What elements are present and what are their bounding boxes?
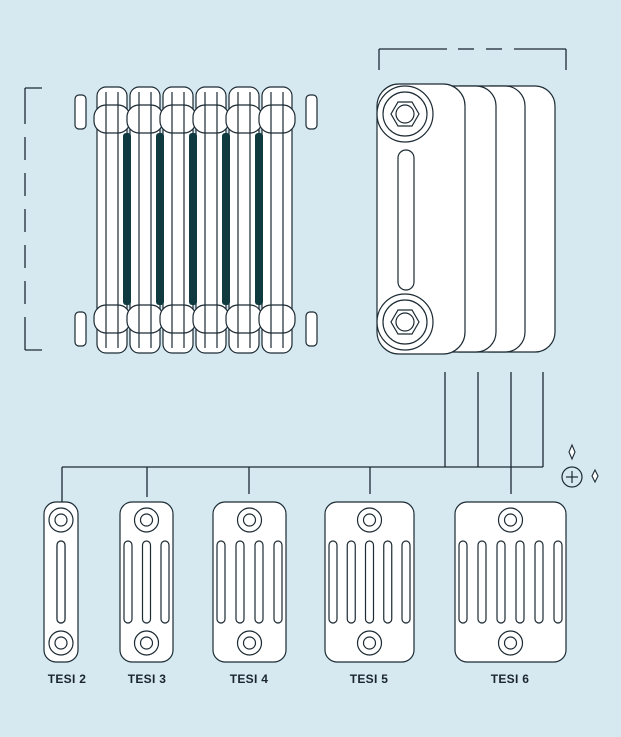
model-nut-inner — [362, 513, 377, 527]
model-body — [212, 501, 287, 663]
model-nut-inner — [242, 636, 257, 650]
model-nut-inner — [139, 513, 154, 527]
model-radiators — [43, 501, 567, 663]
model-slot — [496, 540, 506, 624]
model-label-tesi-6: TESI 6 — [490, 672, 530, 686]
model-nut-inner — [139, 636, 154, 650]
model-slot — [254, 540, 264, 624]
model-slot — [458, 540, 468, 624]
model-radiator-tesi-5 — [324, 501, 415, 663]
model-slot — [553, 540, 563, 624]
model-radiator-tesi-3 — [119, 501, 174, 663]
model-radiator-tesi-4 — [212, 501, 287, 663]
model-slot — [364, 540, 375, 624]
model-slot — [56, 540, 66, 624]
front-column-collar — [126, 104, 164, 134]
model-radiator-tesi-6 — [454, 501, 567, 663]
model-nut-inner — [503, 513, 518, 527]
radiator-front-view — [74, 86, 318, 354]
front-column-collar — [258, 304, 296, 334]
front-column-collar — [258, 104, 296, 134]
model-nut-inner — [54, 636, 68, 650]
front-column-collar — [93, 304, 131, 334]
front-column — [192, 86, 230, 354]
model-slot — [141, 540, 152, 624]
front-column-collar — [126, 304, 164, 334]
depth-dimension-bracket — [378, 48, 567, 70]
model-slot — [273, 540, 283, 624]
sparkle-icon — [568, 443, 576, 461]
front-slot — [189, 133, 197, 305]
side-slot — [397, 149, 415, 291]
front-column — [93, 86, 131, 354]
connector-lines — [61, 372, 544, 502]
model-slot — [216, 540, 226, 624]
front-slot — [255, 133, 263, 305]
model-nut-inner — [503, 636, 518, 650]
plus-circle-icon — [561, 466, 583, 488]
model-nut-inner — [362, 636, 377, 650]
mounting-tab — [74, 311, 87, 347]
front-column-collar — [159, 304, 197, 334]
model-slot — [383, 540, 393, 624]
front-column-collar — [192, 304, 230, 334]
model-slot — [160, 540, 170, 624]
height-dimension-bracket — [24, 87, 42, 351]
model-slot — [235, 540, 245, 624]
mounting-tab — [305, 311, 318, 347]
bottom-nut-icon — [376, 293, 434, 351]
front-slot — [222, 133, 230, 305]
front-column-collar — [225, 104, 263, 134]
model-label-tesi-3: TESI 3 — [127, 672, 167, 686]
model-slot — [515, 540, 525, 624]
front-column-collar — [225, 304, 263, 334]
model-slot — [534, 540, 544, 624]
front-column — [258, 86, 296, 354]
sparkle-icon — [591, 468, 599, 484]
model-slot — [401, 540, 411, 624]
model-slot — [346, 540, 356, 624]
front-column-collar — [93, 104, 131, 134]
top-nut-icon — [376, 85, 434, 143]
front-column — [126, 86, 164, 354]
model-slot — [328, 540, 338, 624]
front-column-collar — [159, 104, 197, 134]
mounting-tab — [305, 94, 318, 130]
model-label-tesi-2: TESI 2 — [47, 672, 87, 686]
model-nut-inner — [54, 513, 68, 527]
mounting-tab — [74, 94, 87, 130]
model-radiator-tesi-2 — [43, 501, 79, 663]
model-slot — [123, 540, 133, 624]
model-label-tesi-5: TESI 5 — [349, 672, 389, 686]
model-slot — [477, 540, 487, 624]
front-slot — [156, 133, 164, 305]
radiator-side-view — [376, 83, 556, 355]
front-column-collar — [192, 104, 230, 134]
front-slot — [123, 133, 131, 305]
model-label-tesi-4: TESI 4 — [229, 672, 269, 686]
model-nut-inner — [242, 513, 257, 527]
